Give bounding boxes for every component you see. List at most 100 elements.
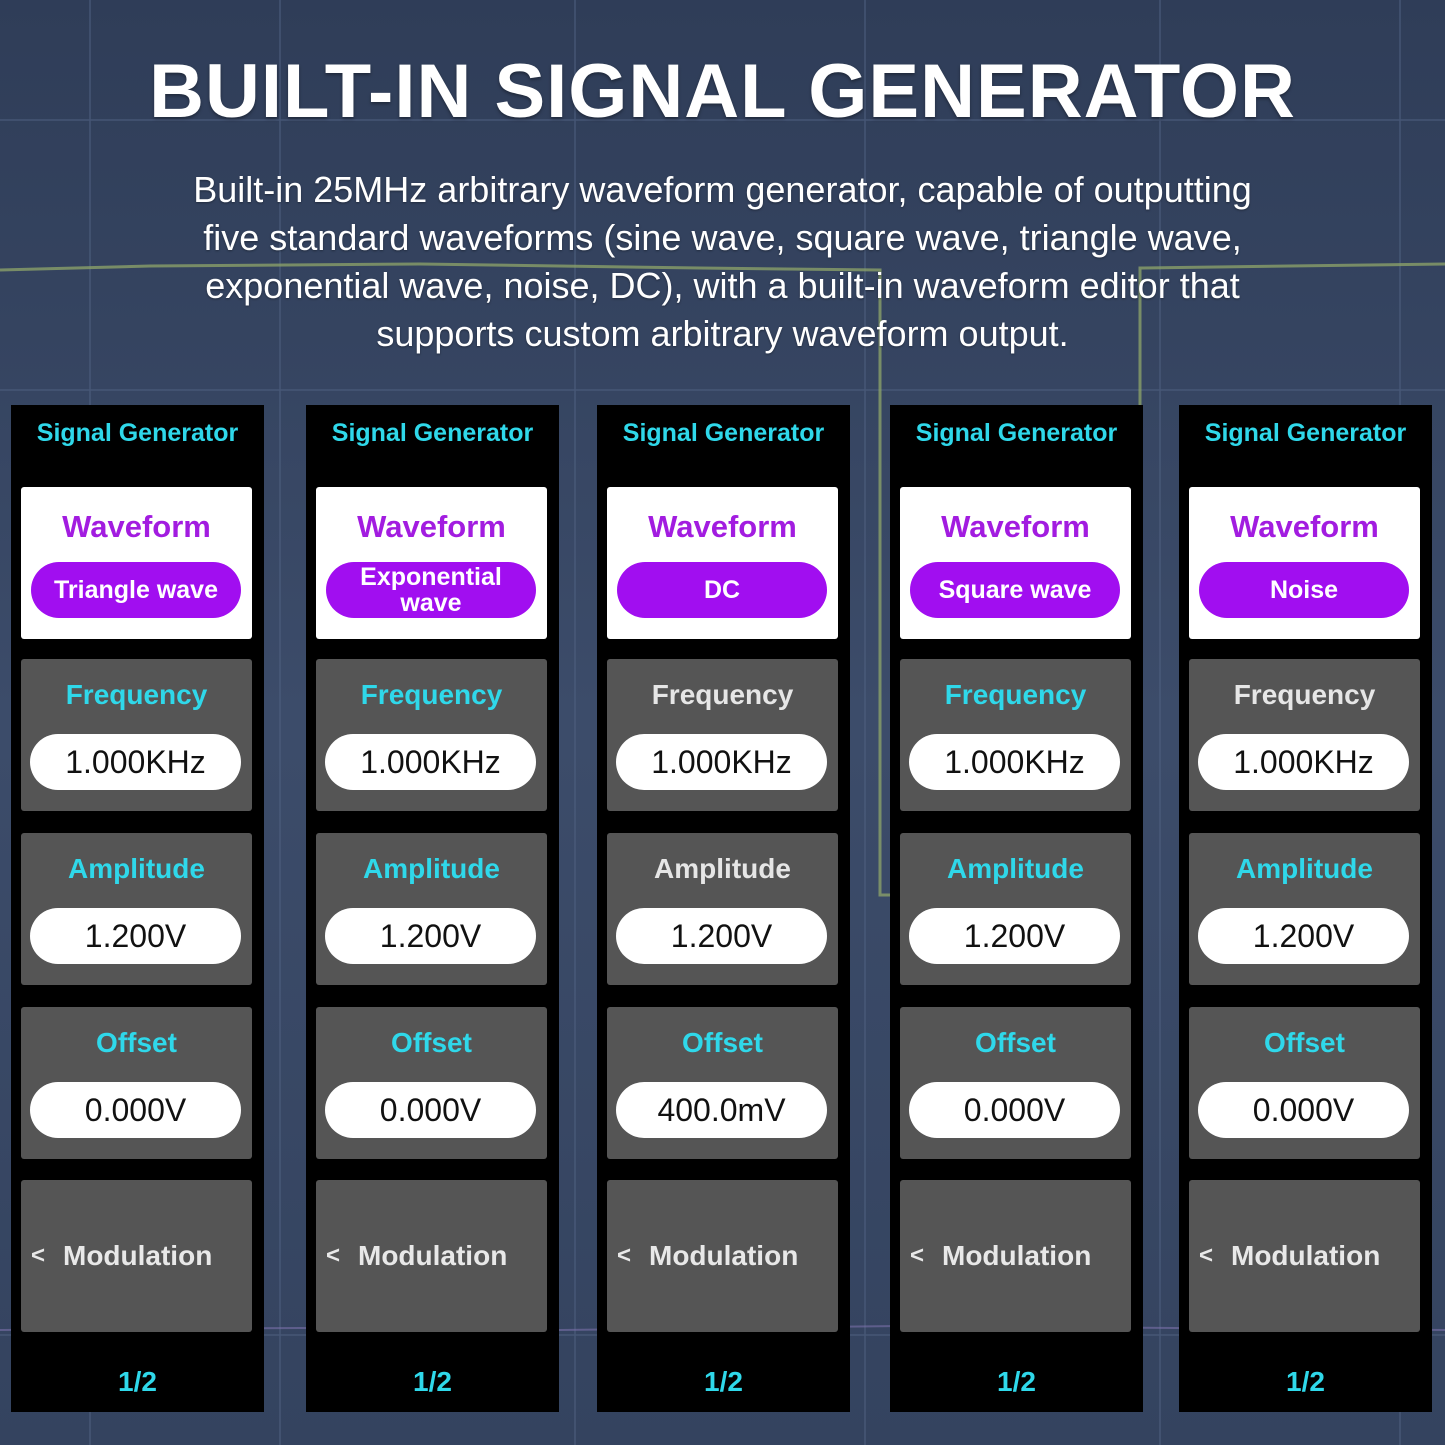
amplitude-card[interactable]: Amplitude 1.200V [316,833,547,985]
signal-generator-screens: Signal Generator Waveform Triangle wave … [0,405,1445,1412]
frequency-card[interactable]: Frequency 1.000KHz [21,659,252,811]
waveform-card[interactable]: Waveform DC [607,487,838,639]
waveform-select[interactable]: Noise [1199,562,1409,618]
offset-label: Offset [96,1027,177,1058]
amplitude-label: Amplitude [654,853,791,884]
modulation-row: < Modulation [607,1180,838,1332]
frequency-card[interactable]: Frequency 1.000KHz [316,659,547,811]
frequency-field[interactable]: 1.000KHz [1198,734,1409,790]
modulation-row: < Modulation [21,1180,252,1332]
screen-title: Signal Generator [1204,419,1407,447]
offset-label: Offset [975,1027,1056,1058]
offset-label: Offset [391,1027,472,1058]
waveform-label: Waveform [941,509,1090,544]
page-indicator: 1/2 [997,1366,1036,1397]
offset-field[interactable]: 0.000V [325,1082,536,1138]
offset-label: Offset [682,1027,763,1058]
page-indicator: 1/2 [413,1366,452,1397]
offset-field[interactable]: 0.000V [909,1082,1120,1138]
signal-generator-screen-square: Signal Generator Waveform Square wave Fr… [890,405,1143,1412]
modulation-label: Modulation [649,1240,799,1271]
frequency-field[interactable]: 1.000KHz [616,734,827,790]
page-title: BUILT-IN SIGNAL GENERATOR [149,49,1296,134]
waveform-label: Waveform [357,509,506,544]
waveform-select[interactable]: Exponential wave [326,562,536,618]
amplitude-label: Amplitude [363,853,500,884]
waveform-label: Waveform [648,509,797,544]
chevron-left-icon: < [31,1242,46,1269]
frequency-label: Frequency [1233,679,1376,710]
amplitude-label: Amplitude [1236,853,1373,884]
offset-field[interactable]: 400.0mV [616,1082,827,1138]
amplitude-card[interactable]: Amplitude 1.200V [21,833,252,985]
feature-description: Built-in 25MHz arbitrary waveform genera… [150,166,1295,358]
chevron-left-icon: < [617,1242,632,1269]
frequency-card[interactable]: Frequency 1.000KHz [607,659,838,811]
page-indicator: 1/2 [1286,1366,1325,1397]
offset-card[interactable]: Offset 0.000V [900,1007,1131,1159]
modulation-row: < Modulation [316,1180,547,1332]
amplitude-label: Amplitude [68,853,205,884]
screen-title: Signal Generator [622,419,825,447]
page-indicator: 1/2 [118,1366,157,1397]
screen-title: Signal Generator [36,419,239,447]
offset-label: Offset [1264,1027,1345,1058]
modulation-button[interactable]: < Modulation [900,1180,1131,1332]
frequency-label: Frequency [65,679,208,710]
frequency-label: Frequency [944,679,1087,710]
modulation-button[interactable]: < Modulation [607,1180,838,1332]
frequency-label: Frequency [360,679,503,710]
description-line: supports custom arbitrary waveform outpu… [376,313,1069,354]
amplitude-field[interactable]: 1.200V [909,908,1120,964]
screen-title: Signal Generator [915,419,1118,447]
modulation-label: Modulation [942,1240,1092,1271]
signal-generator-screen-dc: Signal Generator Waveform DC Frequency 1… [597,405,850,1412]
amplitude-field[interactable]: 1.200V [325,908,536,964]
frequency-field[interactable]: 1.000KHz [909,734,1120,790]
description-line: Built-in 25MHz arbitrary waveform genera… [193,169,1252,210]
offset-field[interactable]: 0.000V [30,1082,241,1138]
description-line: exponential wave, noise, DC), with a bui… [205,265,1240,306]
page-indicator: 1/2 [704,1366,743,1397]
offset-card[interactable]: Offset 0.000V [316,1007,547,1159]
signal-generator-screen-exponential: Signal Generator Waveform Exponential wa… [306,405,559,1412]
amplitude-card[interactable]: Amplitude 1.200V [607,833,838,985]
frequency-card[interactable]: Frequency 1.000KHz [1189,659,1420,811]
amplitude-field[interactable]: 1.200V [1198,908,1409,964]
waveform-card[interactable]: Waveform Noise [1189,487,1420,639]
chevron-left-icon: < [910,1242,925,1269]
screen-title: Signal Generator [331,419,534,447]
offset-field[interactable]: 0.000V [1198,1082,1409,1138]
frequency-field[interactable]: 1.000KHz [325,734,536,790]
modulation-label: Modulation [1231,1240,1381,1271]
offset-card[interactable]: Offset 400.0mV [607,1007,838,1159]
modulation-row: < Modulation [900,1180,1131,1332]
waveform-card[interactable]: Waveform Square wave [900,487,1131,639]
waveform-select[interactable]: DC [617,562,827,618]
modulation-label: Modulation [358,1240,508,1271]
signal-generator-screen-noise: Signal Generator Waveform Noise Frequenc… [1179,405,1432,1412]
waveform-label: Waveform [1230,509,1379,544]
frequency-field[interactable]: 1.000KHz [30,734,241,790]
frequency-label: Frequency [651,679,794,710]
modulation-button[interactable]: < Modulation [1189,1180,1420,1332]
modulation-button[interactable]: < Modulation [316,1180,547,1332]
amplitude-field[interactable]: 1.200V [616,908,827,964]
waveform-card[interactable]: Waveform Triangle wave [21,487,252,639]
signal-generator-screen-triangle: Signal Generator Waveform Triangle wave … [11,405,264,1412]
amplitude-card[interactable]: Amplitude 1.200V [1189,833,1420,985]
modulation-row: < Modulation [1189,1180,1420,1332]
modulation-button[interactable]: < Modulation [21,1180,252,1332]
modulation-label: Modulation [63,1240,213,1271]
amplitude-label: Amplitude [947,853,1084,884]
waveform-select[interactable]: Triangle wave [31,562,241,618]
waveform-label: Waveform [62,509,211,544]
frequency-card[interactable]: Frequency 1.000KHz [900,659,1131,811]
offset-card[interactable]: Offset 0.000V [21,1007,252,1159]
chevron-left-icon: < [326,1242,341,1269]
offset-card[interactable]: Offset 0.000V [1189,1007,1420,1159]
amplitude-field[interactable]: 1.200V [30,908,241,964]
amplitude-card[interactable]: Amplitude 1.200V [900,833,1131,985]
waveform-select[interactable]: Square wave [910,562,1120,618]
waveform-card[interactable]: Waveform Exponential wave [316,487,547,639]
